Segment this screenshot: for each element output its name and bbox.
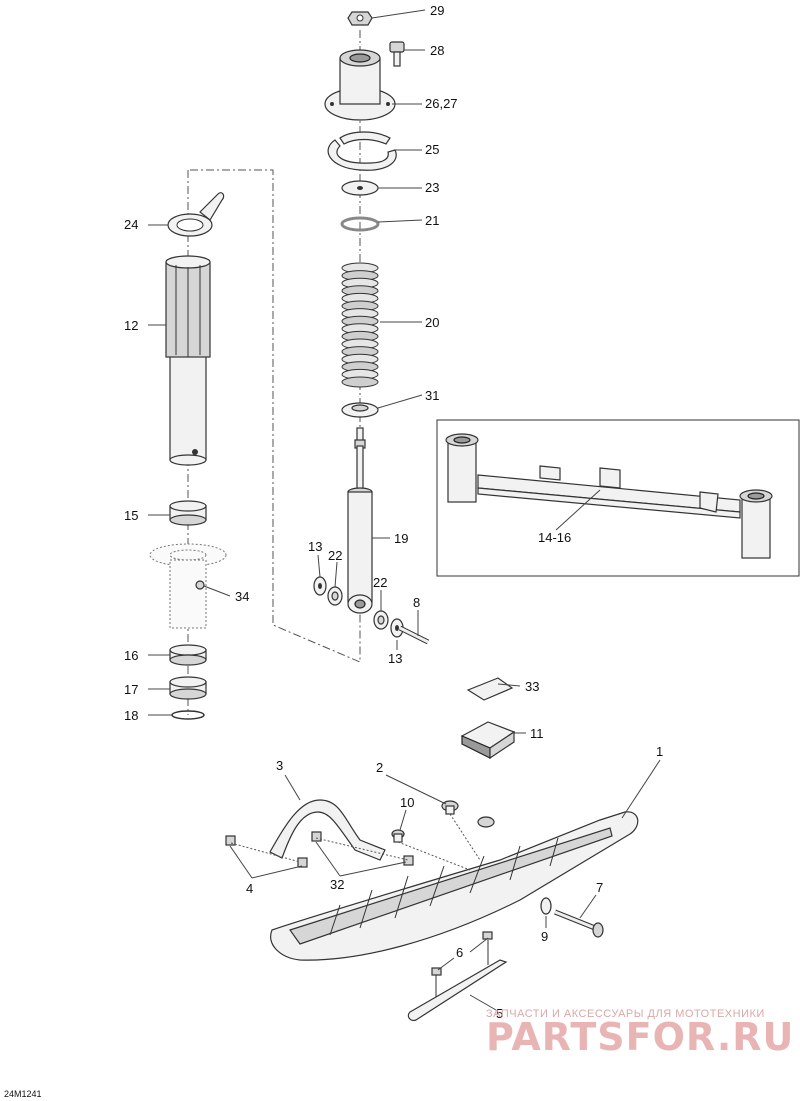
callout-14-16: 14-16 [538,530,571,545]
washer-23[interactable] [341,180,379,196]
callout-31: 31 [425,388,439,403]
callout-22-right: 22 [373,575,387,590]
front-frame-14-16[interactable] [445,433,773,559]
watermark: ЗАПЧАСТИ И АКСЕССУАРЫ ДЛЯ МОТОТЕХНИКИ PA… [486,1008,794,1059]
circlip-21[interactable] [340,216,380,232]
screw-32-right[interactable] [403,855,414,866]
ski-leg-3[interactable] [269,799,386,861]
callout-8: 8 [413,595,420,610]
callout-13-right: 13 [388,651,402,666]
wear-plate-33[interactable] [466,677,514,701]
leader-lines [148,9,661,1011]
assembly-reference-lines [187,30,361,715]
grease-fitting-34[interactable] [195,580,205,590]
ski-bumper-11[interactable] [460,721,516,760]
washer-9[interactable] [540,897,552,915]
nut-29[interactable] [347,11,373,26]
callout-29: 29 [430,3,444,18]
callout-4: 4 [246,881,253,896]
callout-15: 15 [124,508,138,523]
spindle-housing [149,543,227,629]
callout-26-27: 26,27 [425,96,458,111]
bolt-8[interactable] [398,625,430,645]
spring-20[interactable] [341,262,379,388]
watermark-tagline: ЗАПЧАСТИ И АКСЕССУАРЫ ДЛЯ МОТОТЕХНИКИ [486,1008,765,1020]
ski-assembly-dotted-lines [230,813,481,871]
callout-28: 28 [430,43,444,58]
callout-3: 3 [276,758,283,773]
steering-arm-24[interactable] [167,192,225,237]
nut-2b[interactable] [477,816,495,828]
callout-23: 23 [425,180,439,195]
shock-absorber-19[interactable] [347,427,373,614]
callout-33: 33 [525,679,539,694]
callouts: 29 28 26,27 25 23 21 20 31 24 12 15 34 1… [124,3,663,1021]
callout-5: 5 [496,1006,503,1021]
callout-7: 7 [596,880,603,895]
callout-10: 10 [400,795,414,810]
screw-4-right[interactable] [297,857,308,868]
ski-1[interactable] [270,811,639,961]
runner-5[interactable] [407,940,508,1021]
bolt-7[interactable] [554,909,604,938]
callout-9: 9 [541,929,548,944]
spring-coil [341,376,379,388]
callout-13-left: 13 [308,539,322,554]
bushing-10[interactable] [391,829,405,843]
screw-28[interactable] [389,41,405,67]
callout-24: 24 [124,217,138,232]
callout-12: 12 [124,318,138,333]
callout-16: 16 [124,648,138,663]
callout-19: 19 [394,531,408,546]
bushing-15[interactable] [169,500,207,526]
watermark-brand: PARTSFOR.RU [486,1015,794,1059]
callout-17: 17 [124,682,138,697]
spindle-12[interactable] [165,255,211,466]
callout-6: 6 [456,945,463,960]
callout-2: 2 [376,760,383,775]
callout-32: 32 [330,877,344,892]
callout-22-left: 22 [328,548,342,563]
spring-seat-31[interactable] [341,402,379,418]
bushing-17[interactable] [169,676,207,700]
runner-nut-6-left[interactable] [431,967,442,976]
bushing-22-left[interactable] [327,586,343,606]
callout-18: 18 [124,708,138,723]
bushing-16[interactable] [169,644,207,666]
callout-34: 34 [235,589,249,604]
callout-25: 25 [425,142,439,157]
washer-13-left[interactable] [313,576,327,596]
screw-4-left[interactable] [225,835,236,846]
drawing-code: 24M1241 [4,1089,42,1099]
callout-1: 1 [656,744,663,759]
shock-cap-26-27[interactable] [324,49,396,121]
callout-11: 11 [530,726,544,741]
bushing-22-right[interactable] [373,610,389,630]
callout-20: 20 [425,315,439,330]
callout-21: 21 [425,213,439,228]
frame-inset [436,419,800,577]
screw-32-left[interactable] [311,831,322,842]
retaining-clip-25[interactable] [327,131,397,171]
